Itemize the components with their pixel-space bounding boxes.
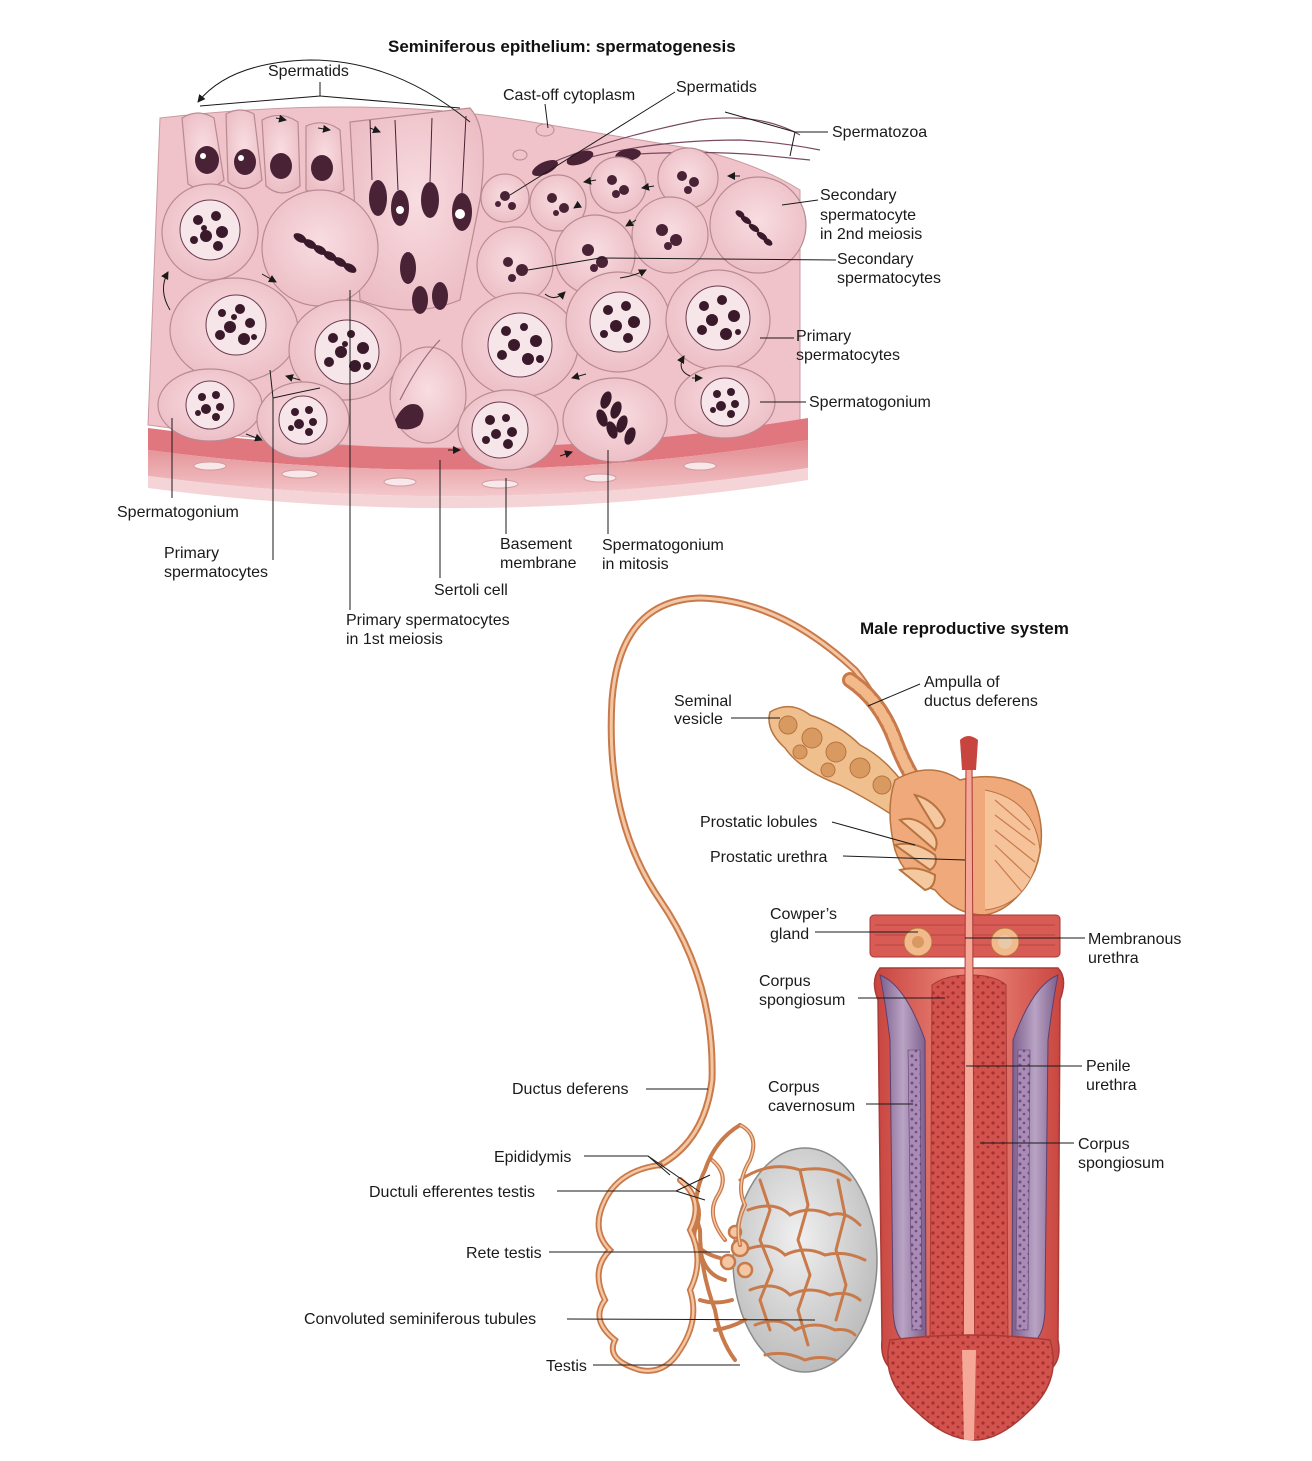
label-secondary-spermatocytes: Secondary spermatocytes (837, 251, 941, 287)
reproductive-system-illustration (599, 598, 1064, 1440)
label-ductus-deferens: Ductus deferens (512, 1081, 629, 1098)
label-cast-off-cytoplasm: Cast-off cytoplasm (503, 87, 635, 104)
label-prostatic-lobules: Prostatic lobules (700, 814, 817, 831)
label-convoluted-seminiferous-tubules: Convoluted seminiferous tubules (304, 1311, 536, 1328)
label-ampulla-of-ductus-deferens: Ampulla of ductus deferens (924, 674, 1038, 710)
label-testis: Testis (546, 1358, 587, 1375)
label-spermatids-right: Spermatids (676, 79, 757, 96)
label-spermatogonium-in-mitosis: Spermatogonium in mitosis (602, 537, 728, 573)
label-cowpers-gland: Cowper’s gland (770, 906, 841, 943)
label-primary-spermatocytes-right: Primary spermatocytes (796, 328, 900, 364)
system-title: Male reproductive system (860, 619, 1069, 638)
label-penile-urethra: Penile urethra (1086, 1058, 1137, 1094)
label-spermatogonium-right: Spermatogonium (809, 394, 931, 411)
label-sertoli-cell: Sertoli cell (434, 582, 508, 599)
label-basement-membrane: Basement membrane (500, 536, 577, 572)
label-prostatic-urethra: Prostatic urethra (710, 849, 827, 866)
label-rete-testis: Rete testis (466, 1245, 542, 1262)
label-corpus-spongiosum-lower: Corpus spongiosum (1078, 1136, 1164, 1172)
label-primary-spermatocytes-1st-meiosis: Primary spermatocytes in 1st meiosis (346, 612, 514, 648)
label-spermatozoa: Spermatozoa (832, 124, 927, 141)
label-primary-spermatocytes-left: Primary spermatocytes (164, 545, 268, 581)
label-corpus-cavernosum: Corpus cavernosum (768, 1079, 855, 1115)
label-secondary-spermatocyte-2nd-meiosis: Secondary spermatocyte in 2nd meiosis (820, 187, 922, 243)
epithelium-title: Seminiferous epithelium: spermatogenesis (388, 37, 736, 56)
label-corpus-spongiosum-upper: Corpus spongiosum (759, 973, 845, 1009)
label-membranous-urethra: Membranous urethra (1088, 931, 1186, 967)
seminiferous-epithelium-illustration (148, 60, 820, 508)
label-spermatids-top: Spermatids (268, 63, 349, 80)
label-ductuli-efferentes-testis: Ductuli efferentes testis (369, 1184, 535, 1201)
label-spermatogonium-left: Spermatogonium (117, 504, 239, 521)
label-epididymis: Epididymis (494, 1149, 571, 1166)
label-seminal-vesicle: Seminal vesicle (674, 693, 736, 728)
